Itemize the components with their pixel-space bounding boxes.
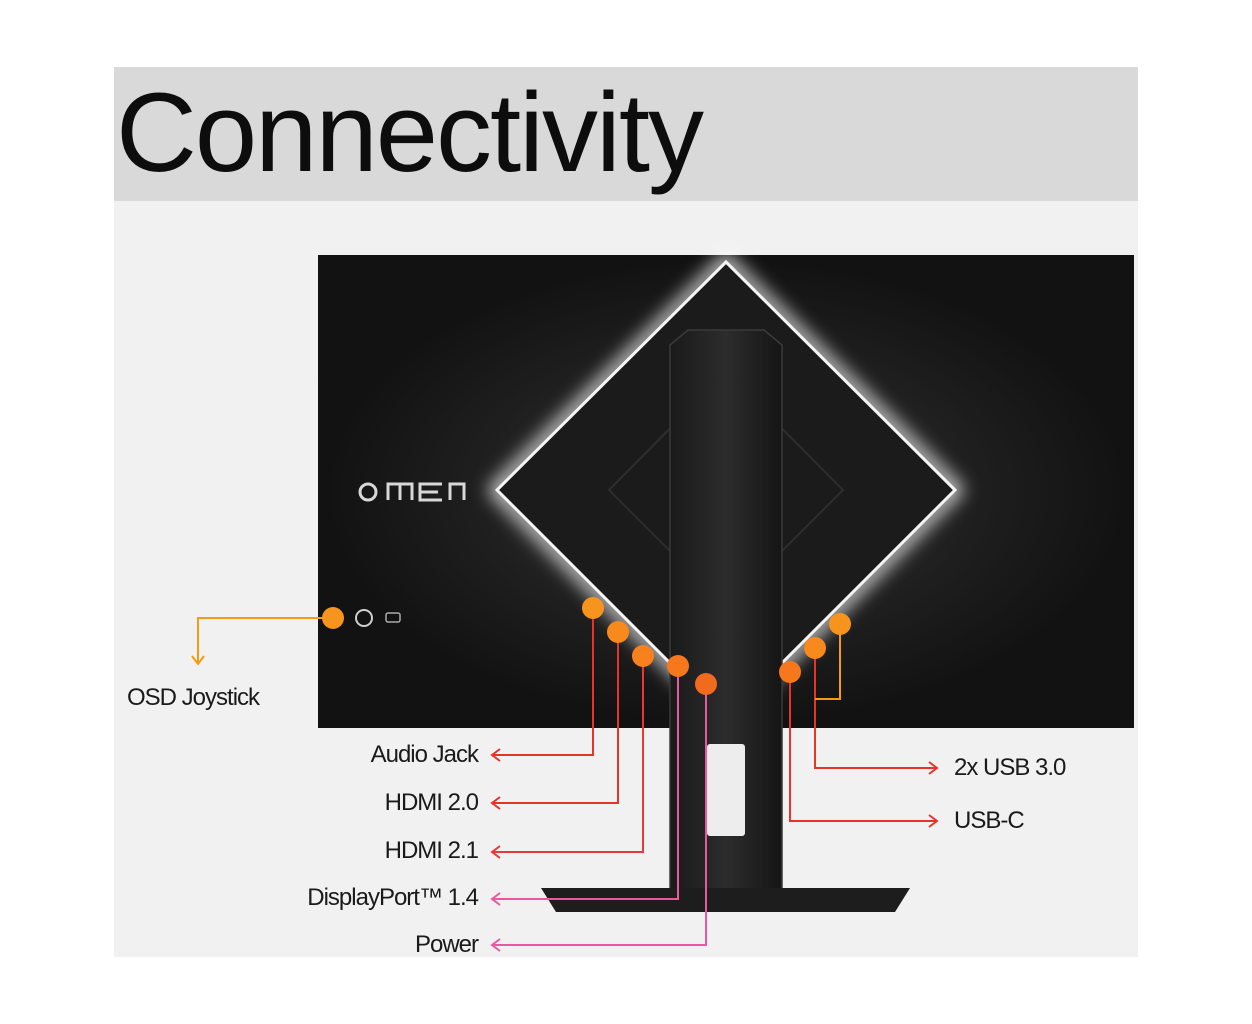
power-leader-line — [492, 684, 707, 946]
omen-logo — [358, 482, 466, 502]
stand-base — [541, 888, 910, 912]
label-hdmi-20: HDMI 2.0 — [384, 789, 479, 816]
usbc-leader-line — [789, 672, 937, 822]
label-usb-30: 2x USB 3.0 — [954, 754, 1066, 781]
label-audio-jack: Audio Jack — [370, 741, 479, 768]
hdmi20-leader-line — [492, 632, 619, 804]
label-displayport: DisplayPort™ 1.4 — [307, 884, 479, 911]
dot-joystick — [322, 607, 344, 629]
joystick-leader-line — [197, 617, 333, 662]
title-band — [114, 67, 1138, 201]
cable-hole — [707, 744, 745, 836]
label-osd-joystick: OSD Joystick — [127, 684, 260, 711]
audio-leader-line — [492, 608, 594, 756]
dot-audio — [582, 597, 604, 619]
page-title: Connectivity — [116, 70, 704, 195]
dot-displayport — [667, 655, 689, 677]
dot-usb30-a — [804, 637, 826, 659]
dot-hdmi21 — [632, 645, 654, 667]
dot-power — [695, 673, 717, 695]
label-hdmi-21: HDMI 2.1 — [384, 837, 479, 864]
label-power: Power — [414, 931, 479, 958]
dot-usbc — [779, 661, 801, 683]
hdmi21-leader-line — [492, 656, 644, 853]
dot-usb30-b — [829, 613, 851, 635]
displayport-leader-line — [492, 666, 679, 900]
dot-hdmi20 — [607, 621, 629, 643]
label-usb-c: USB-C — [954, 807, 1025, 834]
usb30-leader-line — [814, 648, 937, 769]
osd-joystick-hardware — [355, 609, 401, 627]
